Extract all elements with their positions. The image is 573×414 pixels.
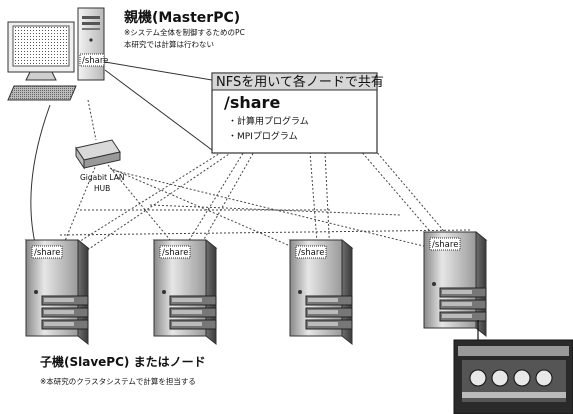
hub-label-line2: HUB [94,184,110,193]
master-title: 親機(MasterPC) [124,9,240,26]
slave-server-4: /share [422,230,488,338]
nfs-link-slave-3 [309,151,319,256]
network-links [57,99,471,259]
server-detail-photo [453,320,573,414]
hub-label-line1: Gigabit LAN [80,173,125,182]
master-share-label: /share [82,56,108,66]
nfs-link-slave-1b [79,149,236,256]
master-note-line2: 本研究では計算は行わない [124,39,214,49]
power-button-icon [298,290,302,294]
power-button-icon [162,290,166,294]
slave-server-2: /share [152,238,218,346]
slave-caption-title: 子機(SlavePC) またはノード [40,354,206,369]
slave-caption-note: ※本研究のクラスタシステムで計算を担当する [40,376,196,386]
nfs-link-slave-2 [179,149,246,256]
nfs-link-slave-3b [324,151,331,256]
nfs-item-2: ・MPIプログラム [228,130,298,142]
slave-server-1: /share [24,238,90,346]
slave-share-label: /share [298,248,324,258]
master-note-line1: ※システム全体を制御するためのPC [124,27,245,37]
nfs-link-slave-2b [194,149,256,256]
power-button-icon [34,290,38,294]
power-button-icon [432,282,436,286]
nfs-link-slave-1 [57,149,226,256]
slave-share-label: /share [34,248,60,258]
nfs-item-1: ・計算用プログラム [228,115,309,127]
master-pc: /share [7,7,108,101]
slave-share-label: /share [432,240,458,250]
slave-share-label: /share [162,248,188,258]
nfs-path: /share [224,93,280,112]
hub-link-slave-4 [111,169,449,253]
nfs-title: NFSを用いて各ノードで共有 [216,74,384,90]
nfs-callout: NFSを用いて各ノードで共有 /share ・計算用プログラム ・MPIプログラ… [211,72,384,154]
hub-link-master [87,99,97,141]
slave-server-3: /share [288,238,354,346]
hub-link-slave-3 [109,167,319,259]
gigabit-hub: Gigabit LAN HUB [75,139,125,193]
